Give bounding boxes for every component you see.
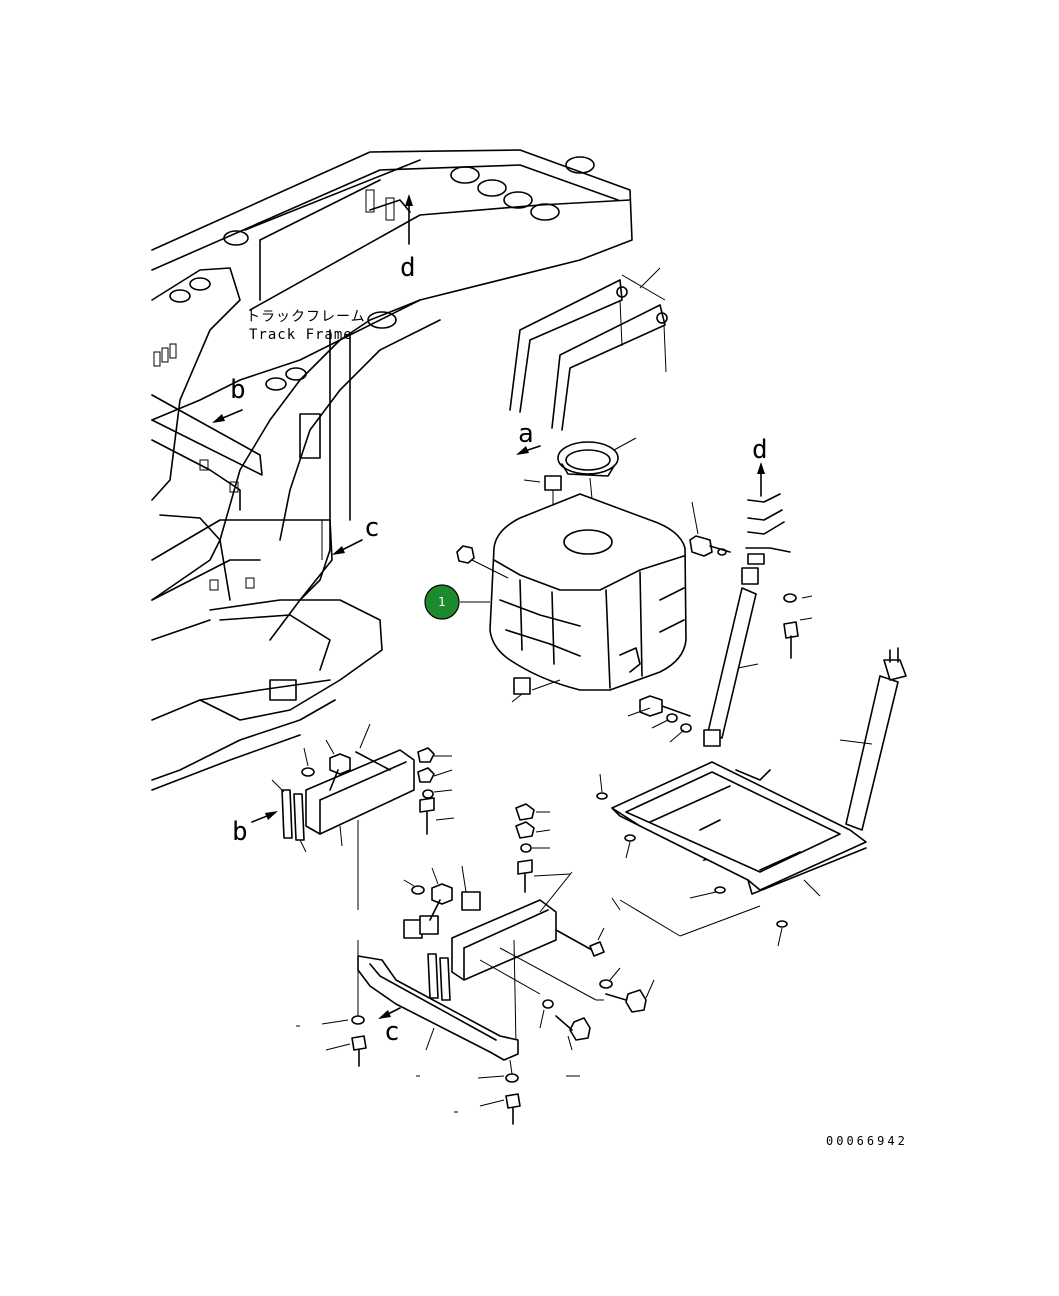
tank-straps — [509, 267, 668, 431]
right-hardware — [627, 493, 907, 831]
view-indicator-d-top: d — [400, 194, 416, 283]
bottom-rail — [296, 940, 580, 1125]
svg-text:b: b — [232, 817, 248, 847]
callout-1[interactable]: 1 — [424, 584, 490, 620]
svg-text:a: a — [518, 419, 534, 449]
view-indicator-b-top: b — [212, 375, 246, 423]
svg-text:c: c — [384, 1017, 400, 1047]
center-hardware — [515, 803, 571, 893]
view-indicator-c-top: c — [332, 513, 380, 555]
view-indicator-c-bottom: c — [378, 1007, 401, 1047]
tank-tray — [596, 761, 867, 947]
track-frame-label-jp: トラックフレーム — [246, 309, 366, 325]
callout-1-number: 1 — [438, 595, 446, 609]
svg-text:b: b — [230, 375, 246, 405]
svg-text:d: d — [752, 435, 768, 465]
track-frame-label-en: Track Frame — [249, 327, 353, 343]
view-indicator-a-top: a — [516, 419, 541, 455]
svg-text:d: d — [400, 253, 416, 283]
view-indicator-b-bottom: b — [232, 811, 278, 847]
drain-plug — [511, 677, 561, 703]
svg-text:c: c — [364, 513, 380, 543]
nut-left — [456, 545, 509, 579]
track-frame-label: トラックフレーム Track Frame — [246, 309, 366, 343]
view-indicator-d-right: d — [752, 435, 768, 497]
track-frame — [151, 149, 633, 791]
tank-body — [489, 493, 687, 691]
drawing-number: 00066942 — [826, 1134, 908, 1148]
left-bracket-assembly — [271, 723, 455, 910]
lower-bracket-assembly — [403, 865, 655, 1051]
